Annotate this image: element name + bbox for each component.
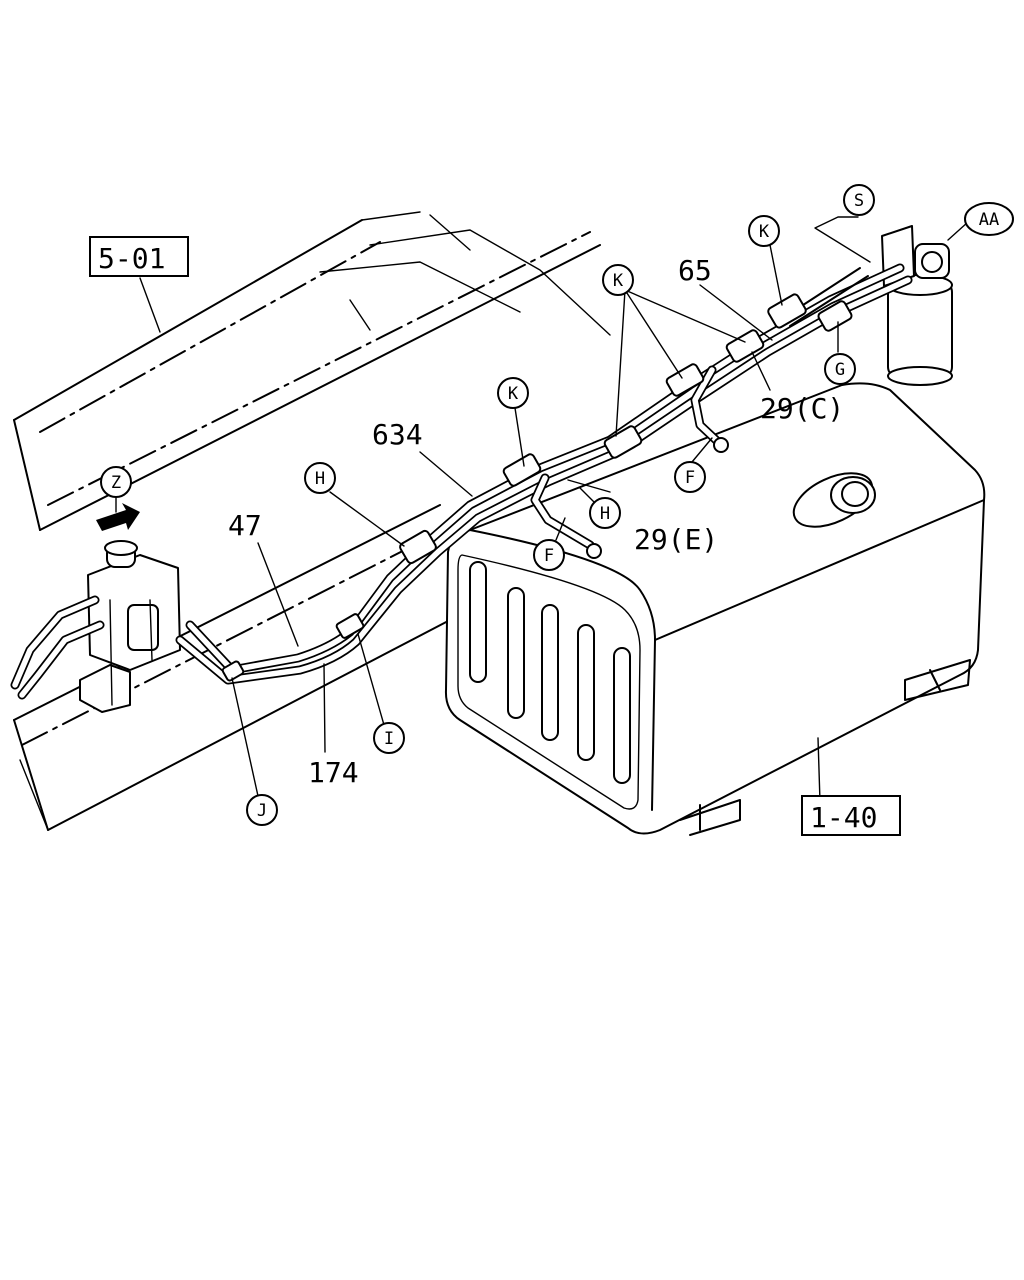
callout-s: S <box>843 184 875 216</box>
part-label-29e: 29(E) <box>634 523 718 556</box>
part-label-634: 634 <box>372 418 423 451</box>
callout-k-mid: K <box>497 377 529 409</box>
svg-text:J: J <box>257 801 267 821</box>
svg-text:K: K <box>613 271 624 291</box>
callout-j: J <box>246 794 278 826</box>
callout-k-top: K <box>748 215 780 247</box>
ref-box-5-01 <box>89 236 189 277</box>
callout-f-right: F <box>674 461 706 493</box>
direction-arrow <box>96 503 140 531</box>
svg-text:AA: AA <box>979 210 999 230</box>
callout-z: Z <box>100 466 132 498</box>
svg-text:F: F <box>544 546 554 566</box>
ref-label-5-01: 5-01 <box>98 242 165 275</box>
fuel-tank <box>444 382 986 836</box>
part-label-29c: 29(C) <box>760 392 844 425</box>
pipe-clamps <box>221 293 853 682</box>
part-label-174: 174 <box>308 756 359 789</box>
svg-text:I: I <box>384 729 394 749</box>
callout-aa: AA <box>964 202 1014 236</box>
callout-g: G <box>824 353 856 385</box>
left-fuel-filter-assembly <box>79 540 181 713</box>
svg-text:Z: Z <box>111 473 121 493</box>
svg-text:S: S <box>854 191 864 211</box>
ref-label-1-40: 1-40 <box>810 801 877 834</box>
callout-h-top: H <box>304 462 336 494</box>
svg-text:K: K <box>508 384 519 404</box>
part-label-65: 65 <box>678 254 712 287</box>
leader-lines <box>115 216 969 803</box>
callout-h-right: H <box>589 497 621 529</box>
svg-text:G: G <box>835 360 845 380</box>
svg-text:K: K <box>759 222 770 242</box>
svg-text:F: F <box>685 468 695 488</box>
part-label-47: 47 <box>228 509 262 542</box>
upper-frame-rail <box>13 211 611 531</box>
svg-text:H: H <box>600 504 610 524</box>
callout-f-left: F <box>533 539 565 571</box>
right-fuel-filter-assembly <box>881 225 953 386</box>
svg-text:H: H <box>315 469 325 489</box>
callout-k-multi: K <box>602 264 634 296</box>
ref-box-1-40 <box>801 795 901 836</box>
callout-i: I <box>373 722 405 754</box>
